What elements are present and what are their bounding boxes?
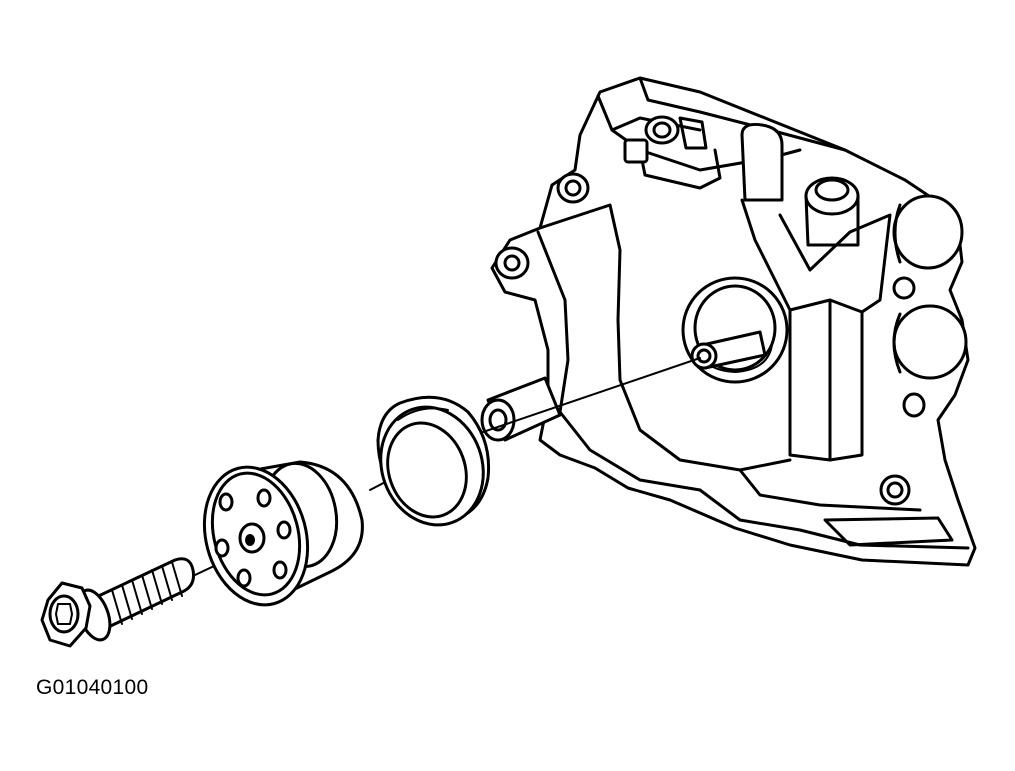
- figure-code: G01040100: [36, 676, 149, 699]
- bolt-icon: [40, 557, 195, 648]
- hub-icon: [202, 460, 364, 607]
- housing-cover-icon: [480, 76, 977, 567]
- seal-ring-icon: [376, 395, 491, 527]
